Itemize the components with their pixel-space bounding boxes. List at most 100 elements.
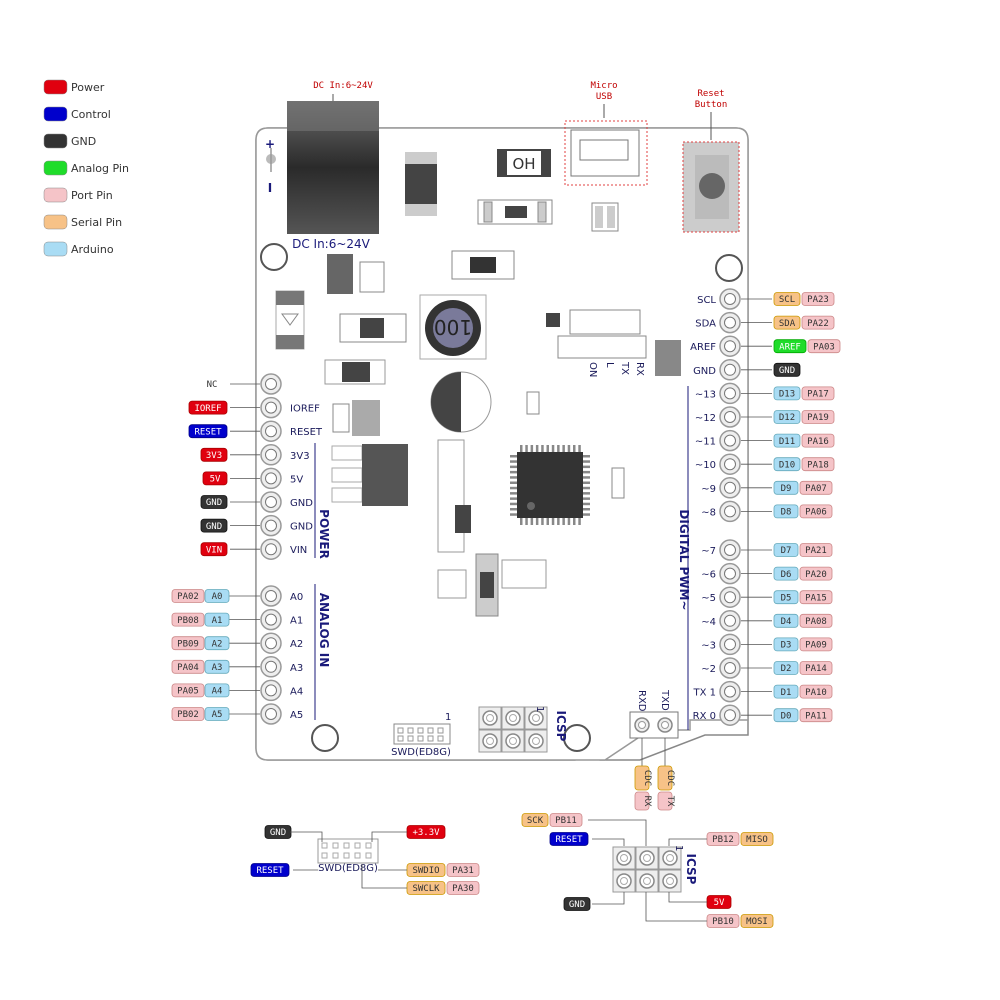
pin-hole-center — [724, 544, 736, 556]
pin-tag-arduino: D13 — [773, 386, 801, 401]
regulator — [362, 444, 408, 506]
icsp-header[interactable] — [478, 706, 548, 753]
swd-one-label: 1 — [445, 712, 451, 723]
swd-detail-pin — [343, 852, 350, 859]
pin-tag-text: MISO — [746, 835, 768, 845]
pin-tag-text: A1 — [212, 616, 223, 626]
smd-ic — [470, 257, 496, 273]
regulator-pin — [331, 445, 363, 461]
pin-tag-text: PB12 — [712, 835, 734, 845]
board-pin-label: ~3 — [701, 640, 716, 651]
icsp-one-label: 1 — [534, 706, 545, 712]
pin-tag-control: RESET — [188, 424, 228, 439]
pin-tag-text: PB10 — [712, 917, 734, 927]
pin-tag-port: PA20 — [799, 566, 833, 581]
pin-tag-arduino: A1 — [204, 612, 230, 627]
pin-tag-bg — [740, 914, 774, 928]
mcu-pin — [583, 486, 590, 490]
pin-tag-text: PA19 — [807, 413, 829, 423]
pin-tag-bg — [657, 791, 673, 811]
board-pin-label: TX 1 — [693, 688, 717, 699]
pin-tag-arduino: A5 — [204, 707, 230, 721]
mcu-pin — [510, 476, 517, 479]
pin-tag-arduino: D7 — [773, 543, 799, 557]
mcu-pin — [541, 518, 544, 525]
pin-hole-center — [724, 316, 736, 329]
pin-tag-text: D9 — [781, 484, 792, 494]
smd-ic — [360, 318, 384, 338]
pin-tag-bg — [773, 410, 801, 424]
board-pin-label: A3 — [290, 663, 303, 674]
pin-tag-text: D13 — [779, 390, 795, 400]
icsp-pin-center — [509, 737, 517, 745]
swd-detail-pin — [321, 852, 328, 859]
pin-tag-arduino: D0 — [773, 708, 799, 723]
mcu-pin — [510, 508, 517, 511]
pin-tag-text: SWDIO — [412, 866, 439, 876]
pin-tag-port: PA07 — [799, 480, 833, 495]
pin-tag-bg — [563, 897, 591, 911]
mcu-pin — [573, 445, 576, 452]
mcu-pin — [510, 497, 517, 500]
board-pin-label: ~11 — [695, 437, 716, 448]
pin-tag-text: GND — [270, 828, 286, 838]
power-header: NCIOREFIOREFRESETRESET3V33V35V5VGNDGNDGN… — [188, 373, 323, 560]
mcu-pin — [525, 445, 528, 452]
swd-board-pins — [397, 727, 444, 742]
pin-tag-bg — [634, 791, 650, 811]
swd-pin — [437, 727, 444, 734]
oh-marking: OH — [512, 155, 535, 173]
smd-ic — [546, 313, 560, 327]
mcu-pin — [520, 518, 523, 525]
icsp-pin-center — [509, 714, 517, 722]
pin-hole-center — [265, 708, 277, 720]
pin-hole-center — [724, 340, 736, 353]
board-pin-label: A2 — [290, 639, 303, 650]
board-pin-label: ~2 — [701, 664, 716, 675]
legend-swatch-analog — [43, 160, 68, 176]
pin-tag-bg — [773, 362, 801, 377]
pin-tag-text: D1 — [781, 688, 792, 698]
mcu-pin — [583, 508, 590, 511]
pin-tag-bg — [773, 708, 799, 723]
resistor-array — [437, 439, 465, 553]
pin-tag-bg — [799, 480, 833, 495]
mcu-pin — [567, 518, 571, 525]
pin-tag-bg — [549, 832, 589, 846]
board-pin-label: ~4 — [701, 617, 716, 628]
mcu-pin — [510, 486, 517, 490]
pin-tag-bg — [634, 765, 650, 791]
pin-hole-center — [724, 387, 736, 400]
reset-button-cap — [699, 173, 725, 199]
pin-hole-center — [265, 613, 277, 626]
swd-pin — [427, 727, 434, 734]
swd-detail-pin — [365, 842, 372, 849]
pin-tag-bg — [801, 410, 835, 424]
swd-detail-pin — [343, 842, 350, 849]
dc-in-board-label: DC In:6~24V — [292, 237, 371, 251]
reset-button-label: Reset — [697, 89, 724, 99]
mcu-pin — [535, 518, 539, 525]
mcu-pin — [535, 445, 539, 452]
icsp-detail-label: ICSP — [684, 854, 698, 885]
swd-pin — [417, 735, 424, 742]
swd-pin — [397, 727, 404, 734]
pin-tag-text: D8 — [781, 508, 792, 518]
pin-hole-center — [265, 401, 277, 414]
mounting-hole — [715, 254, 743, 282]
pin-hole-center — [724, 567, 736, 580]
mcu-pin — [510, 492, 517, 495]
pin-tag-plain: NC — [207, 380, 218, 390]
pin-tag-port: PA10 — [799, 684, 833, 699]
mcu-pin — [573, 518, 576, 525]
legend-label: Power — [71, 81, 105, 94]
micro-usb-area — [564, 120, 648, 186]
leader-line — [290, 831, 323, 842]
pin-tag-arduino: D2 — [773, 661, 799, 675]
pin-tag-text: D7 — [781, 546, 792, 556]
pin-hole-center — [724, 363, 736, 376]
swd-pin — [427, 735, 434, 742]
